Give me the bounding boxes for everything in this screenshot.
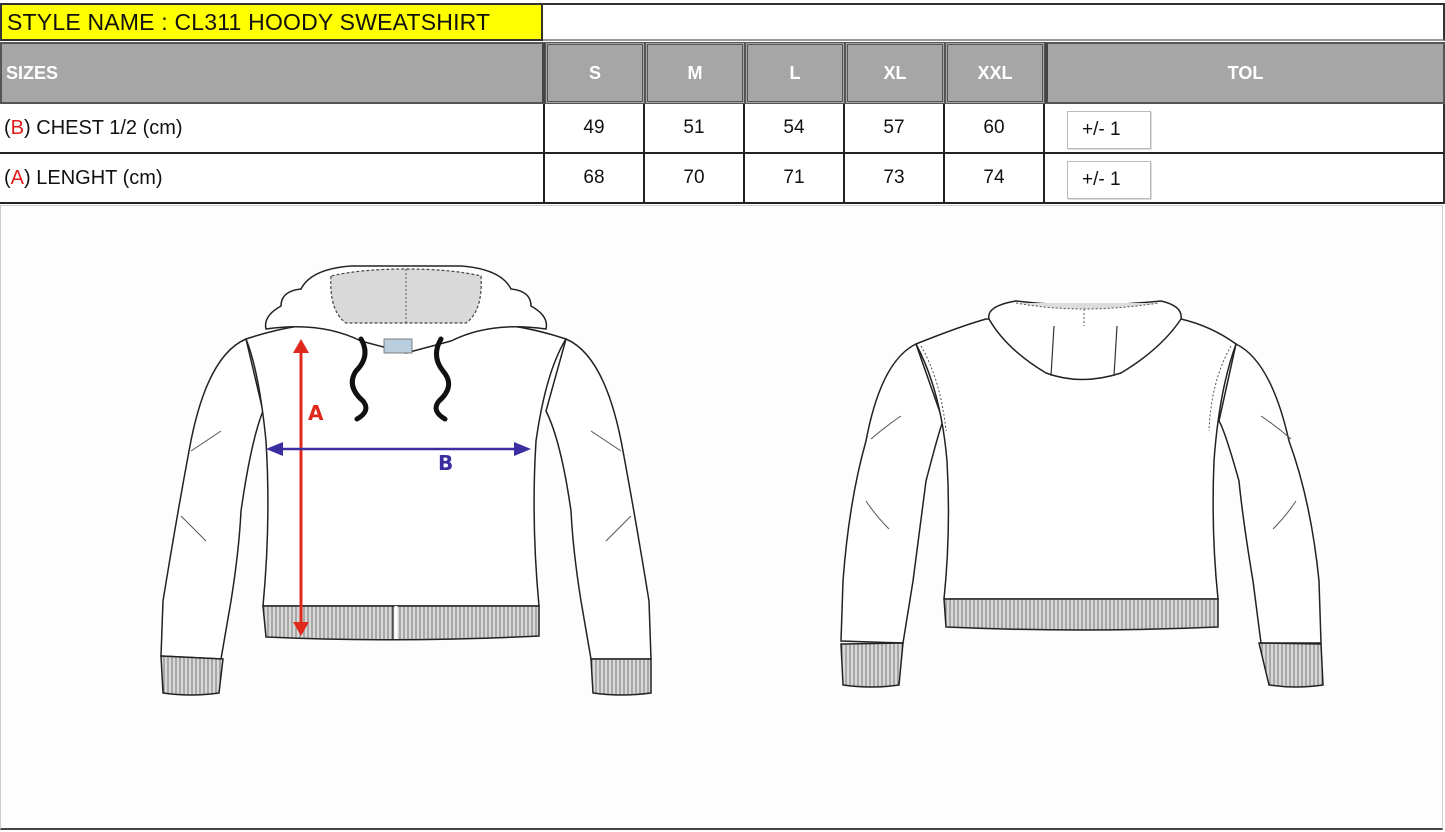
technical-drawing-area: A B	[0, 205, 1443, 830]
cell-length-l: 71	[745, 154, 845, 204]
tolerance-box: +/- 1	[1067, 161, 1151, 199]
hoodie-front-icon	[160, 265, 652, 696]
cell-chest-xxl: 60	[945, 104, 1045, 154]
paren-open: (	[4, 166, 11, 189]
cell-chest-l: 54	[745, 104, 845, 154]
cell-chest-xl: 57	[845, 104, 945, 154]
row-label: (B) CHEST 1/2 (cm)	[0, 104, 545, 154]
hoodie-front-sketch: A B	[151, 261, 661, 711]
cell-length-m: 70	[645, 154, 745, 204]
header-size-xxl: XXL	[945, 42, 1045, 104]
style-name-title: STYLE NAME : CL311 HOODY SWEATSHIRT	[0, 3, 543, 41]
tolerance-box: +/- 1	[1067, 111, 1151, 149]
cell-length-xl: 73	[845, 154, 945, 204]
title-blank-cell	[543, 3, 1445, 41]
table-row-length: (A) LENGHT (cm) 68 70 71 73 74 +/- 1	[0, 154, 1445, 204]
header-size-l: L	[745, 42, 845, 104]
cell-length-tol: +/- 1	[1045, 154, 1445, 204]
header-size-s: S	[545, 42, 645, 104]
cell-chest-s: 49	[545, 104, 645, 154]
header-size-m: M	[645, 42, 745, 104]
header-size-xl: XL	[845, 42, 945, 104]
paren-close: )	[24, 166, 31, 189]
row-label-text: LENGHT (cm)	[30, 166, 163, 189]
row-label: (A) LENGHT (cm)	[0, 154, 545, 204]
paren-close: )	[24, 116, 31, 139]
paren-open: (	[4, 116, 11, 139]
dimension-letter: B	[10, 116, 25, 139]
hoodie-back-icon	[840, 300, 1324, 688]
cell-chest-m: 51	[645, 104, 745, 154]
cell-length-xxl: 74	[945, 154, 1045, 204]
cell-length-s: 68	[545, 154, 645, 204]
hoodie-back-sketch	[821, 281, 1341, 701]
title-row: STYLE NAME : CL311 HOODY SWEATSHIRT	[0, 3, 1445, 41]
row-label-text: CHEST 1/2 (cm)	[30, 116, 183, 139]
dimension-letter: A	[10, 166, 25, 189]
header-sizes: SIZES	[0, 42, 545, 104]
header-tol: TOL	[1045, 42, 1445, 104]
dimension-b-label: B	[438, 451, 454, 475]
cell-chest-tol: +/- 1	[1045, 104, 1445, 154]
dimension-a-label: A	[308, 401, 324, 425]
header-row: SIZES S M L XL XXL TOL	[0, 42, 1445, 104]
table-row-chest: (B) CHEST 1/2 (cm) 49 51 54 57 60 +/- 1	[0, 104, 1445, 154]
